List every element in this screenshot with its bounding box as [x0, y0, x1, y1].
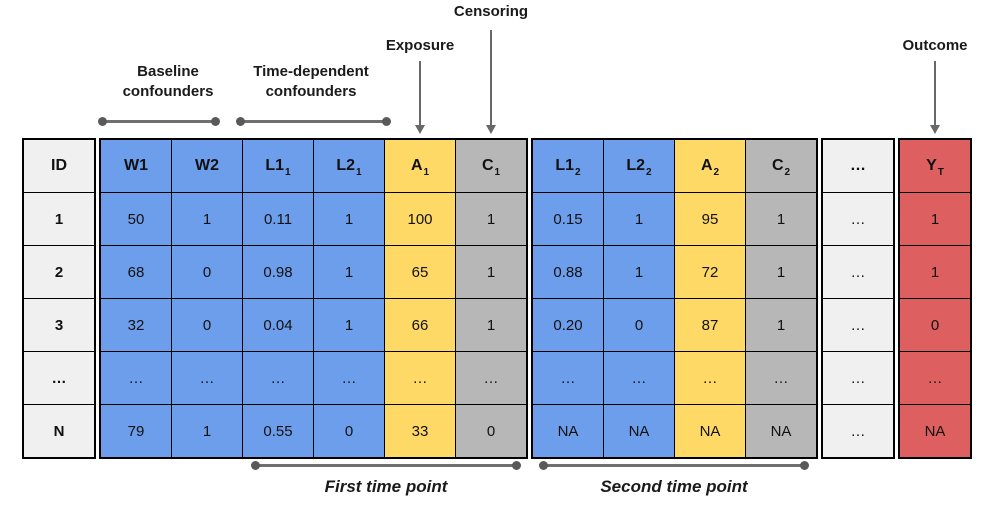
table-cell: 87 — [675, 299, 745, 351]
time-dependent-confounders-bracket — [236, 117, 391, 126]
header-cell: … — [823, 140, 893, 192]
time-dependent-confounders-label: Time-dependent confounders — [253, 63, 369, 100]
table-cell: … — [24, 352, 94, 404]
table-cell: 1 — [456, 193, 526, 245]
second-time-point-label: Second time point — [600, 477, 748, 496]
header-cell: ID — [24, 140, 94, 192]
table-cell: NA — [746, 405, 816, 457]
table-cell: … — [385, 352, 455, 404]
table-cell: N — [24, 405, 94, 457]
table-cell: 1 — [24, 193, 94, 245]
first-time-point-bracket — [251, 461, 521, 470]
outcome-label: Outcome — [902, 37, 968, 54]
second-time-point-bracket — [539, 461, 809, 470]
table-block-3: ……………… — [821, 138, 895, 459]
header-cell: W1 — [101, 140, 171, 192]
baseline-confounders-label: Baseline confounders — [122, 63, 214, 100]
table-cell: … — [243, 352, 313, 404]
table-cell: 1 — [604, 193, 674, 245]
table-cell: 1 — [746, 246, 816, 298]
table-cell: 0.15 — [533, 193, 603, 245]
table-cell: 1 — [314, 299, 384, 351]
exposure-arrow-icon — [415, 61, 425, 134]
table-cell: … — [533, 352, 603, 404]
table-cell: … — [823, 405, 893, 457]
table-cell: … — [900, 352, 970, 404]
table-cell: 3 — [24, 299, 94, 351]
table-cell: NA — [675, 405, 745, 457]
table-cell: 0 — [172, 299, 242, 351]
table-cell: 33 — [385, 405, 455, 457]
table-cell: 1 — [456, 246, 526, 298]
outcome-arrow-icon — [930, 61, 940, 134]
table-cell: … — [172, 352, 242, 404]
table-cell: 0 — [456, 405, 526, 457]
table-cell: 0.98 — [243, 246, 313, 298]
table-cell: … — [746, 352, 816, 404]
table-cell: 1 — [900, 246, 970, 298]
table-cell: … — [604, 352, 674, 404]
table-cell: 1 — [900, 193, 970, 245]
table-cell: … — [823, 299, 893, 351]
table-cell: 1 — [746, 193, 816, 245]
table-cell: 72 — [675, 246, 745, 298]
table-cell: NA — [533, 405, 603, 457]
header-cell: W2 — [172, 140, 242, 192]
table-cell: … — [101, 352, 171, 404]
table-cell: 0 — [172, 246, 242, 298]
table-cell: 66 — [385, 299, 455, 351]
table-cell: 1 — [314, 246, 384, 298]
table-cell: 0 — [900, 299, 970, 351]
table-cell: 65 — [385, 246, 455, 298]
table-cell: 0.20 — [533, 299, 603, 351]
table-cell: 79 — [101, 405, 171, 457]
table-cell: NA — [900, 405, 970, 457]
censoring-label: Censoring — [453, 3, 529, 20]
table-cell: 100 — [385, 193, 455, 245]
table-cell: 0 — [604, 299, 674, 351]
table-cell: 0.88 — [533, 246, 603, 298]
table-cell: … — [823, 193, 893, 245]
table-cell: 95 — [675, 193, 745, 245]
table-cell: 1 — [172, 193, 242, 245]
table-cell: 2 — [24, 246, 94, 298]
table-cell: … — [314, 352, 384, 404]
table-cell: 0.55 — [243, 405, 313, 457]
censoring-arrow-icon — [486, 30, 496, 134]
table-cell: 50 — [101, 193, 171, 245]
exposure-label: Exposure — [385, 37, 455, 54]
table-cell: 0.04 — [243, 299, 313, 351]
table-cell: … — [675, 352, 745, 404]
table-cell: NA — [604, 405, 674, 457]
table-cell: 1 — [456, 299, 526, 351]
baseline-confounders-bracket — [98, 117, 220, 126]
table-cell: … — [823, 352, 893, 404]
table-cell: 1 — [172, 405, 242, 457]
first-time-point-label: First time point — [324, 477, 448, 496]
table-cell: … — [456, 352, 526, 404]
table-cell: … — [823, 246, 893, 298]
table-cell: 0 — [314, 405, 384, 457]
table-cell: 1 — [746, 299, 816, 351]
table-cell: 68 — [101, 246, 171, 298]
table-cell: 1 — [604, 246, 674, 298]
table-cell: 32 — [101, 299, 171, 351]
table-cell: 1 — [314, 193, 384, 245]
table-cell: 0.11 — [243, 193, 313, 245]
